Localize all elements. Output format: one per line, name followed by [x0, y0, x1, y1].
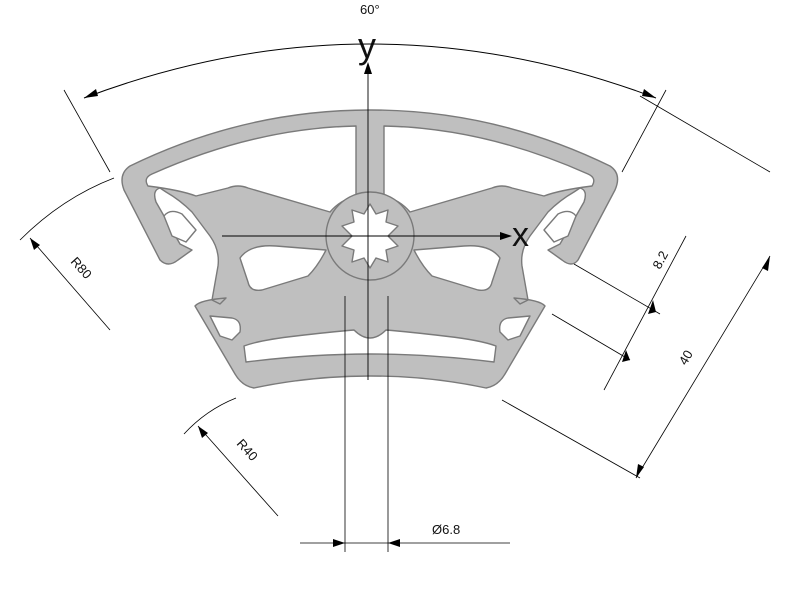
- slot-arrowhead-upper: [648, 300, 656, 314]
- r40-arrowhead: [198, 426, 208, 438]
- bottom-chamber: [243, 329, 497, 363]
- aluminium-profile: [121, 109, 619, 389]
- y-axis-label: y: [358, 25, 376, 66]
- slot-extension-upper: [573, 263, 661, 315]
- y-axis-arrowhead: [364, 62, 372, 74]
- slot-width-dimension: 8.2: [551, 235, 687, 391]
- angle-extension-left: [63, 89, 111, 173]
- left-t-slot: [163, 210, 197, 243]
- r80-arc: [19, 177, 115, 241]
- lower-left-t-slot: [209, 315, 242, 341]
- bore-arrowhead-right: [388, 539, 400, 547]
- slot-width-label: 8.2: [649, 248, 671, 271]
- height-arrowhead-bottom: [636, 464, 644, 478]
- angle-arc: [83, 43, 657, 99]
- bore-label: Ø6.8: [432, 522, 460, 537]
- angle-label: 60°: [360, 2, 380, 17]
- r40-dimension: R40: [183, 397, 279, 517]
- r80-label: R80: [68, 254, 95, 282]
- r80-arrowhead: [30, 238, 40, 250]
- height-extension-lower: [501, 399, 641, 479]
- inner-left-chamber: [239, 245, 327, 292]
- angle-arrowhead-left: [84, 89, 98, 98]
- bore-arrowhead-left: [333, 539, 345, 547]
- slot-dimension-line: [603, 235, 687, 391]
- coordinate-axes: y x: [222, 25, 529, 380]
- inner-right-chamber: [413, 245, 501, 292]
- r80-leader: [29, 237, 111, 331]
- slot-arrowhead-lower: [622, 350, 630, 362]
- lower-right-t-slot: [498, 315, 531, 341]
- r40-arc: [183, 397, 237, 435]
- slot-extension-lower: [551, 313, 631, 361]
- height-dimension: 40: [501, 255, 771, 479]
- angle-extension-right: [621, 89, 667, 173]
- height-label: 40: [676, 347, 696, 367]
- r40-label: R40: [234, 436, 261, 464]
- r40-leader: [197, 425, 279, 517]
- bore-dimension: Ø6.8: [300, 296, 510, 552]
- angle-arrowhead-right: [642, 89, 656, 98]
- x-axis-label: x: [512, 216, 529, 254]
- right-t-slot: [543, 210, 577, 243]
- r80-dimension: R80: [19, 177, 115, 331]
- height-dimension-line: [635, 255, 771, 479]
- angle-dimension: 60°: [63, 2, 771, 173]
- x-axis-arrowhead: [500, 232, 512, 240]
- angle-extension-right-outer: [639, 95, 771, 173]
- height-arrowhead-top: [762, 256, 770, 271]
